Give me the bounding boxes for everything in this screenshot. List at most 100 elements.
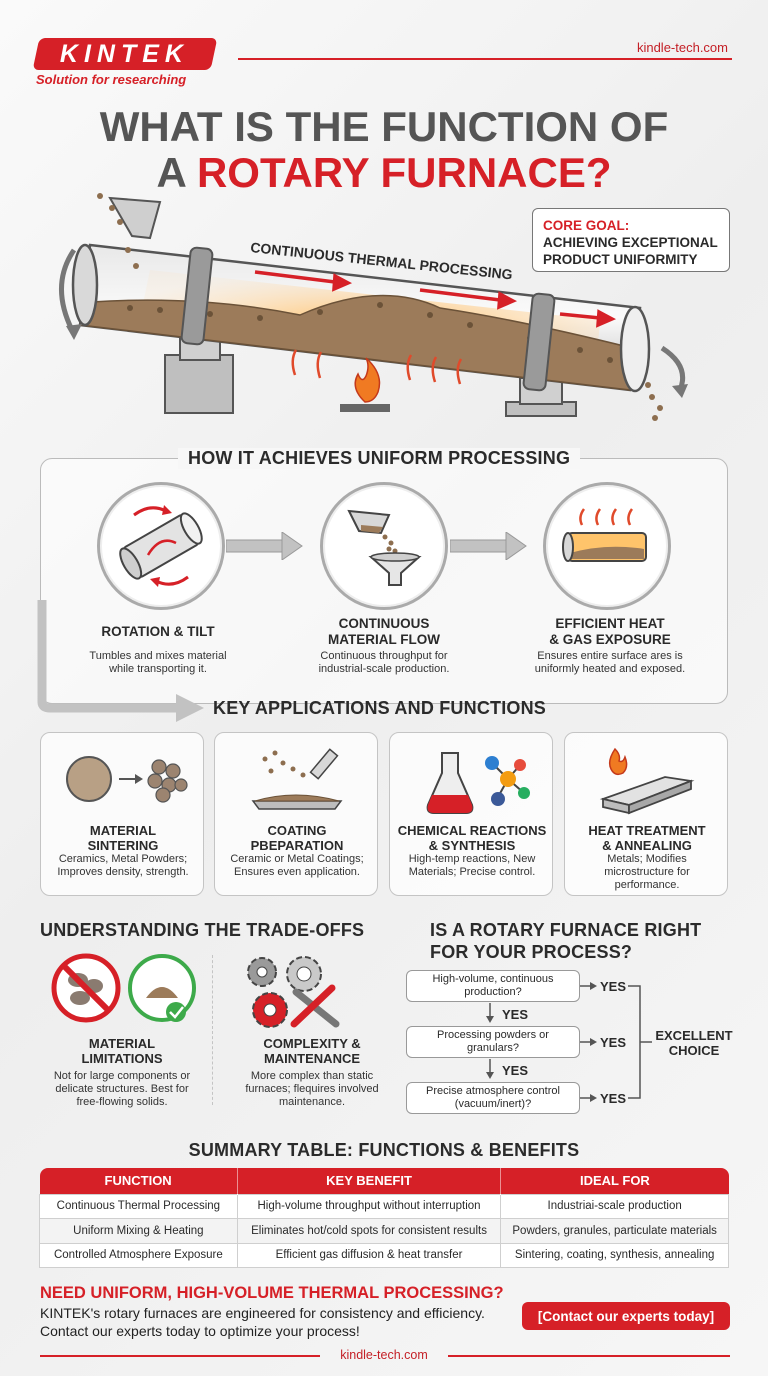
- card-sintering-text-1: Ceramics, Metal Powders;: [58, 853, 188, 865]
- tradeoff-complexity-text-2: furnaces; flequires involved: [245, 1083, 379, 1095]
- question-atmosphere-line-2: (vacuum/inert)?: [454, 1098, 532, 1110]
- card-heat-text-2: microstructure for: [604, 866, 690, 878]
- tradeoff-complexity-title-1: COMPLEXITY &: [263, 1036, 361, 1051]
- yes-label-down-2: YES: [502, 1063, 529, 1078]
- card-chemical-text-1: High-temp reactions, New: [408, 853, 536, 865]
- table-cell: Efficient gas diffusion & heat transfer: [236, 1242, 502, 1268]
- callout-text-2: PRODUCT UNIFORMITY: [543, 252, 698, 267]
- tradeoff-complexity-title-2: MAINTENANCE: [263, 1051, 361, 1066]
- step-heat-text-1: Ensures entire surface ares is: [537, 650, 683, 662]
- rotary-furnace-illustration: CONTINUOUS THERMAL PROCESSING: [59, 193, 688, 421]
- yes-label-down-1: YES: [502, 1007, 529, 1022]
- footer-divider-right: [448, 1355, 730, 1357]
- card-chemical-text-2: Materials; Precise control.: [408, 866, 536, 878]
- summary-header-row: FUNCTION KEY BENEFIT IDEAL FOR: [39, 1168, 729, 1194]
- sintering-icon: [66, 756, 188, 803]
- summary-heading: SUMMARY TABLE: FUNCTIONS & BENEFITS: [188, 1140, 580, 1160]
- card-coating-text-1: Ceramic or Metal Coatings;: [230, 853, 364, 865]
- tradeoffs-divider: [212, 955, 213, 1105]
- metal-bar-flame-icon: [599, 747, 695, 815]
- card-sintering-title-1: MATERIAL: [89, 823, 157, 838]
- step-rotation-title: ROTATION & TILT: [101, 624, 215, 639]
- card-chemical-title-2: & SYNTHESIS: [428, 838, 516, 853]
- card-heat-title-2: & ANNEALING: [602, 838, 692, 853]
- step-heat-title-2: & GAS EXPOSURE: [549, 632, 671, 647]
- core-goal-callout: CORE GOAL: ACHIEVING EXCEPTIONAL PRODUCT…: [532, 208, 730, 272]
- table-cell: Industriai-scale production: [500, 1193, 729, 1219]
- step-flow: CONTINUOUS MATERIAL FLOW Continuous thro…: [286, 616, 482, 676]
- coating-spray-icon: [251, 748, 343, 810]
- card-coating-text-2: Ensures even application.: [234, 866, 360, 878]
- summary-table-wrap: FUNCTION KEY BENEFIT IDEAL FOR Continuou…: [39, 1168, 729, 1268]
- page-title-line-2: A ROTARY FURNACE?: [0, 150, 768, 196]
- table-row: Uniform Mixing & Heating Eliminates hot/…: [39, 1218, 729, 1244]
- step-rotation-text-1: Tumbles and mixes material: [89, 650, 227, 662]
- callout-text-1: ACHIEVING EXCEPTIONAL: [543, 235, 718, 250]
- rotating-cylinder-icon: [119, 505, 203, 587]
- title-prefix: A: [156, 149, 197, 196]
- decision-connectors: [486, 982, 652, 1102]
- step-heat: EFFICIENT HEAT & GAS EXPOSURE Ensures en…: [508, 616, 712, 676]
- cta-heading: NEED UNIFORM, HIGH-VOLUME THERMAL PROCES…: [40, 1284, 504, 1302]
- card-coating-title-2: PBEPARATION: [250, 838, 344, 853]
- decision-heading-2: FOR YOUR PROCESS?: [430, 942, 633, 962]
- material-limitation-icons: [51, 953, 196, 1023]
- page-title-line-1: WHAT IS THE FUNCTION OF: [99, 103, 669, 150]
- step-heat-text-2: uniformly heated and exposed.: [534, 663, 686, 675]
- table-cell: Powders, granules, particulate materials: [500, 1218, 729, 1244]
- heat-exposure-circle: [543, 482, 671, 610]
- summary-table: FUNCTION KEY BENEFIT IDEAL FOR Continuou…: [39, 1168, 729, 1268]
- question-powders-line-2: granulars?: [467, 1042, 519, 1054]
- yes-label-1: YES: [600, 979, 627, 994]
- tradeoffs-heading: UNDERSTANDING THE TRADE-OFFS: [40, 920, 365, 940]
- tradeoff-complexity-text-1: More complex than static: [250, 1070, 374, 1082]
- step-heat-title-1: EFFICIENT HEAT: [555, 616, 665, 631]
- step-rotation: ROTATION & TILT Tumbles and mixes materi…: [60, 624, 256, 676]
- table-cell: Sintering, coating, synthesis, annealing: [500, 1242, 729, 1268]
- card-sintering-body: MATERIAL SINTERING Ceramics, Metal Powde…: [41, 823, 205, 879]
- footer-site-link[interactable]: kindle-tech.com: [340, 1348, 428, 1362]
- decision-heading-1: IS A ROTARY FURNACE RIGHT: [430, 920, 702, 940]
- step-flow-title-2: MATERIAL FLOW: [328, 632, 440, 647]
- yes-label-3: YES: [600, 1091, 627, 1106]
- card-coating-title-1: COATING: [267, 823, 327, 838]
- section-connector-arrow: [37, 600, 204, 722]
- flow-arrow-1: [226, 532, 303, 560]
- site-link[interactable]: kindle-tech.com: [636, 40, 728, 55]
- tradeoff-material-text-3: free-flowing solids.: [76, 1096, 168, 1108]
- column-header-benefit: KEY BENEFIT: [237, 1168, 502, 1194]
- card-chemical-title-1: CHEMICAL REACTIONS: [397, 823, 547, 838]
- applications-heading: KEY APPLICATIONS AND FUNCTIONS: [213, 698, 547, 718]
- table-cell: High-volume throughput without interrupt…: [236, 1193, 502, 1219]
- contact-experts-button[interactable]: [Contact our experts today]: [522, 1302, 730, 1330]
- card-coating-body: COATING PBEPARATION Ceramic or Metal Coa…: [215, 823, 379, 879]
- question-volume-line-1: High-volume, continuous: [432, 973, 554, 985]
- tradeoff-complexity-text-3: maintenance.: [278, 1096, 346, 1108]
- heated-tube-icon: [562, 508, 647, 562]
- step-rotation-text-2: while transporting it.: [109, 663, 207, 675]
- header-divider: [238, 58, 732, 60]
- question-volume-line-2: production?: [464, 986, 522, 998]
- cta-body: KINTEK's rotary furnaces are engineered …: [40, 1305, 485, 1340]
- tradeoff-material: MATERIAL LIMITATIONS Not for large compo…: [40, 1036, 204, 1109]
- card-heat-text-1: Metals; Modifies: [607, 853, 687, 865]
- tradeoff-material-title-1: MATERIAL: [88, 1036, 156, 1051]
- flask-molecule-icon: [426, 752, 530, 814]
- hopper-funnel-icon: [347, 509, 422, 586]
- tradeoff-material-text-2: delicate structures. Best for: [55, 1083, 189, 1095]
- step-flow-text-1: Continuous throughput for: [320, 650, 448, 662]
- card-sintering-title-2: SINTERING: [87, 838, 159, 853]
- flow-arrow-2: [450, 532, 527, 560]
- rotation-circle: [97, 482, 225, 610]
- cta-text-1: KINTEK's rotary furnaces are engineered …: [40, 1305, 485, 1321]
- material-flow-circle: [320, 482, 448, 610]
- table-row: Controlled Atmosphere Exposure Efficient…: [39, 1242, 729, 1268]
- column-header-ideal: IDEAL FOR: [500, 1168, 729, 1194]
- card-chemical: CHEMICAL REACTIONS & SYNTHESIS High-temp…: [389, 732, 553, 896]
- gears-wrench-icon: [247, 956, 340, 1028]
- table-row: Continuous Thermal Processing High-volum…: [39, 1193, 729, 1219]
- card-sintering: MATERIAL SINTERING Ceramics, Metal Powde…: [40, 732, 204, 896]
- callout-label: CORE GOAL:: [543, 218, 630, 233]
- footer-divider-left: [40, 1355, 320, 1357]
